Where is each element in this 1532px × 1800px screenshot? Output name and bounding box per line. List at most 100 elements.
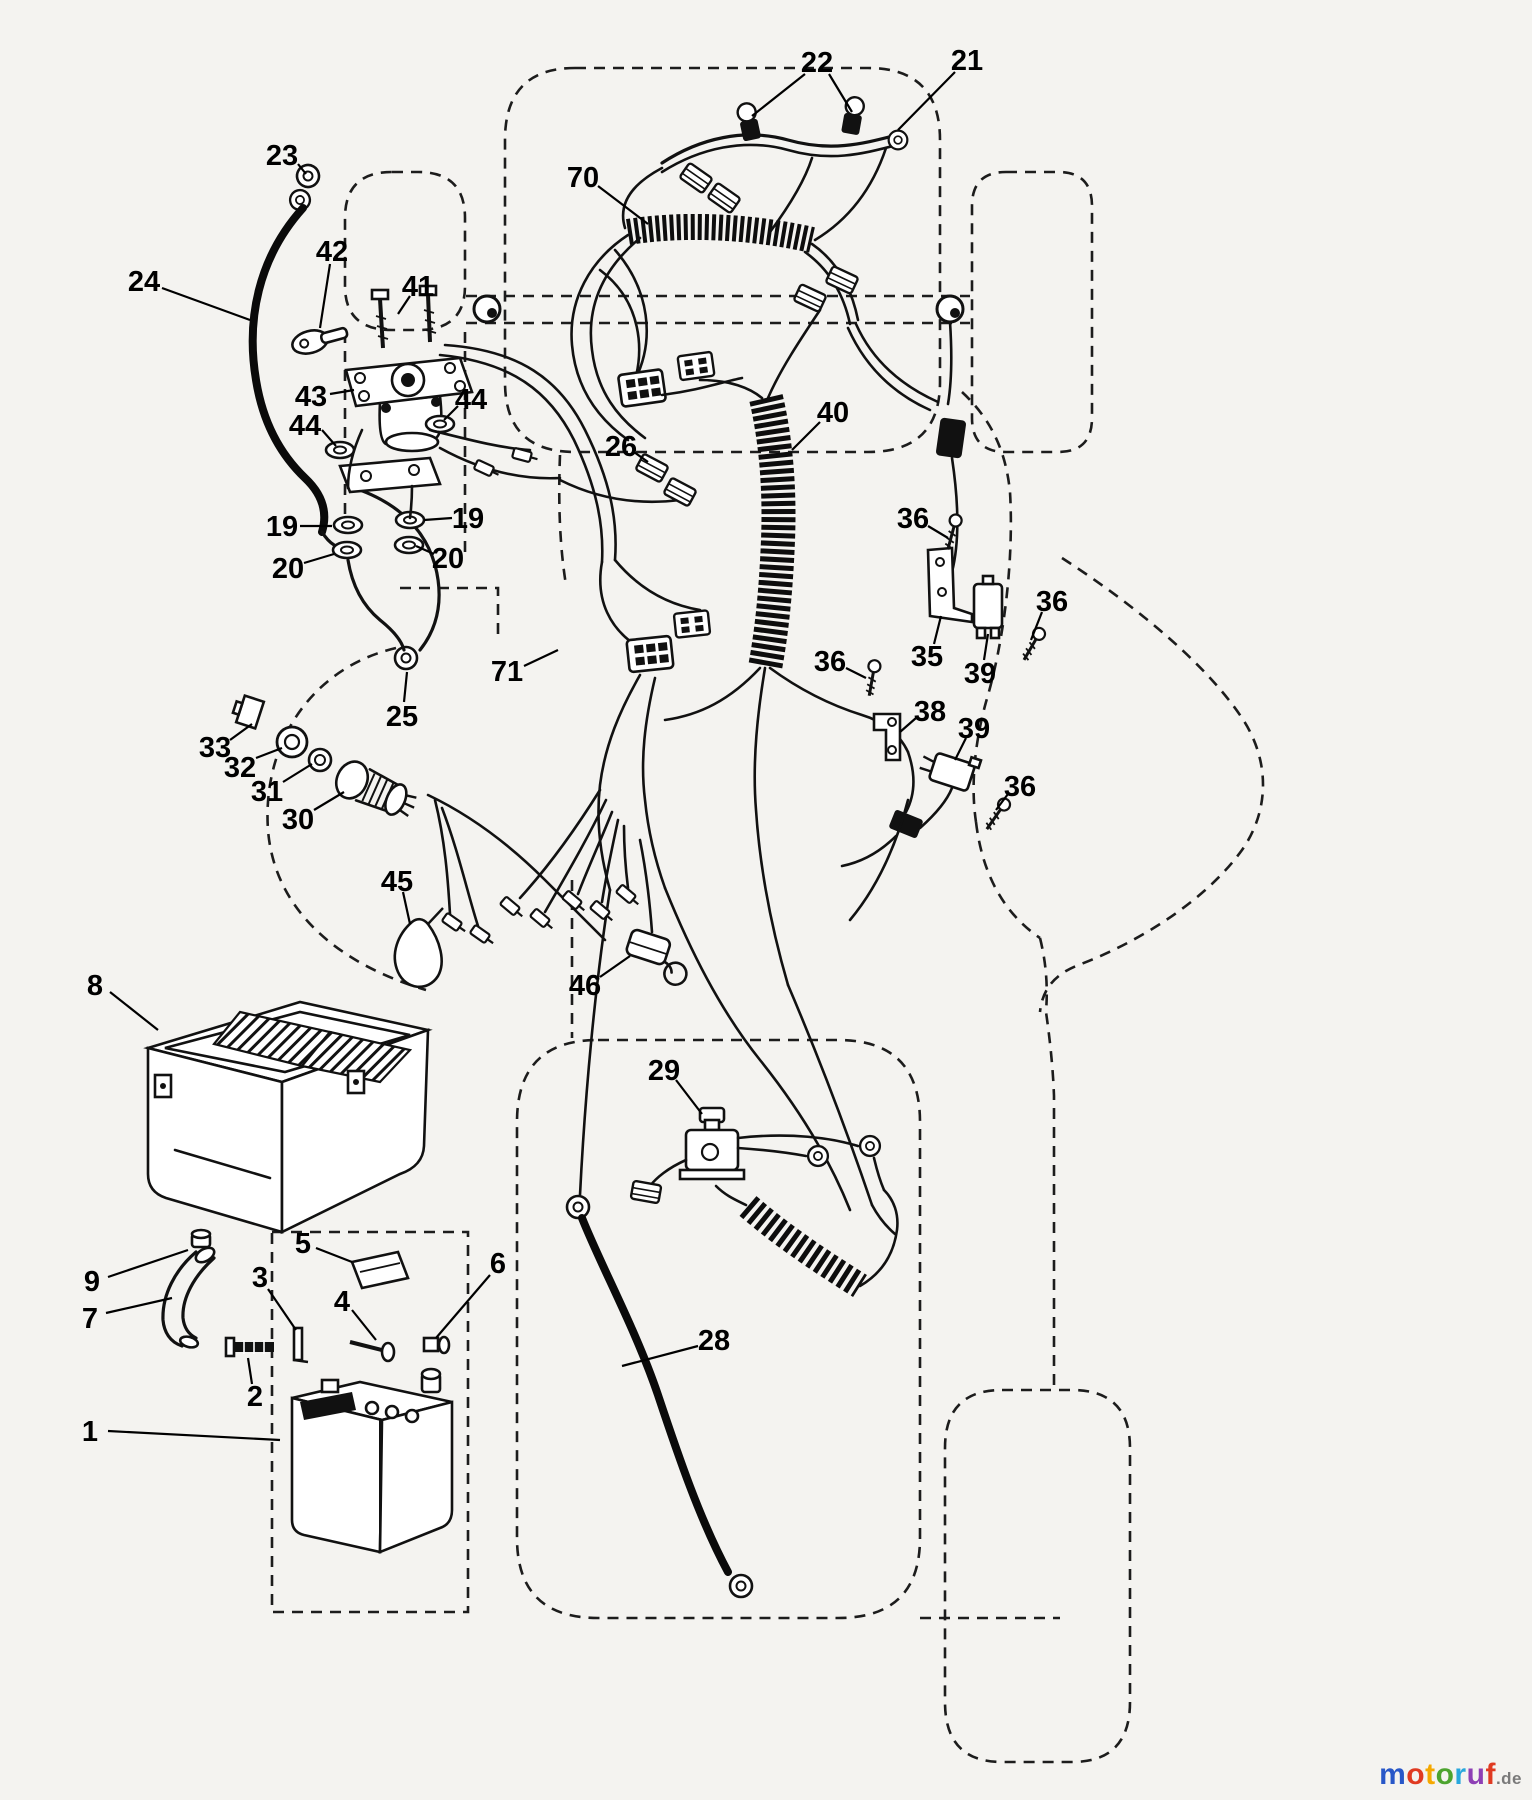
battery-compartment-outline [270, 1230, 470, 1614]
callout-label-36: 36 [897, 503, 929, 535]
battery-cap [384, 1404, 400, 1420]
callout-leader-26 [633, 451, 649, 463]
callout-label-36: 36 [1004, 771, 1036, 803]
interlock-switch-29 [678, 1106, 746, 1181]
battery-terminal-negative [320, 1378, 340, 1394]
callout-leader-22 [828, 73, 853, 113]
screw-36-b [1017, 624, 1049, 665]
battery-1 [290, 1367, 454, 1554]
callout-leader-45 [401, 891, 412, 925]
main-wire-loom-40 [663, 394, 910, 1207]
battery-group [161, 1228, 454, 1554]
watermark-letter: o [1435, 1758, 1455, 1791]
callout-leader-32 [255, 746, 283, 760]
callout-label-41: 41 [402, 271, 434, 303]
harness-plug-b [792, 282, 828, 314]
rod-washer-4 [349, 1340, 396, 1363]
callout-label-19: 19 [266, 511, 298, 543]
callout-label-25: 25 [386, 701, 418, 733]
solenoid-assembly [291, 284, 562, 560]
callout-label-20: 20 [432, 543, 464, 575]
callout-label-40: 40 [817, 397, 849, 429]
right-body-drop [1038, 937, 1056, 1386]
right-fender-outline [970, 170, 1094, 454]
spade-terminal [588, 899, 617, 926]
seat-pan-outline [515, 1038, 922, 1620]
callout-leader-8 [109, 991, 159, 1031]
harness-connector-4pin-upper [676, 350, 716, 382]
grommet-left [472, 294, 502, 324]
spade-terminal [472, 458, 502, 481]
callout-label-29: 29 [648, 1055, 680, 1087]
callout-leader-19 [423, 516, 453, 522]
spade-terminal [498, 895, 527, 922]
callout-label-33: 33 [199, 732, 231, 764]
callout-leader-35 [932, 615, 943, 645]
callout-label-42: 42 [316, 236, 348, 268]
ring-terminal [858, 1134, 882, 1158]
screw-36-a [940, 511, 965, 553]
callout-label-21: 21 [951, 45, 983, 77]
callout-label-30: 30 [282, 804, 314, 836]
watermark-word: motoruf [1379, 1758, 1496, 1791]
callout-leader-4 [351, 1309, 377, 1341]
callout-leader-23 [297, 163, 307, 175]
callout-leader-28 [621, 1344, 699, 1368]
tractor-body-outline [266, 66, 1265, 1764]
drain-tube-7 [161, 1246, 216, 1349]
box-clip-left [153, 1073, 173, 1099]
black-connector-right [889, 810, 923, 838]
key-42 [291, 326, 349, 355]
watermark-suffix: .de [1495, 1769, 1522, 1788]
callout-label-39: 39 [958, 713, 990, 745]
callout-label-2: 2 [247, 1381, 263, 1413]
watermark-letter: o [1406, 1758, 1426, 1791]
spade-terminal [440, 911, 470, 937]
callout-label-4: 4 [334, 1286, 350, 1318]
harness-connector-6pin-upper [616, 367, 668, 409]
right-body-lower [974, 821, 1041, 940]
callout-leader-44 [321, 429, 337, 447]
callout-label-35: 35 [911, 641, 943, 673]
watermark-letter: f [1485, 1758, 1496, 1791]
callout-leader-3 [267, 1288, 297, 1331]
spade-terminal [468, 923, 498, 949]
callout-label-1: 1 [82, 1416, 98, 1448]
callout-leader-9 [107, 1248, 189, 1279]
grommet-right-hole [950, 308, 960, 318]
callout-leader-43 [329, 388, 355, 396]
main-harness-71 [438, 308, 852, 1212]
harness-plug-a [824, 264, 860, 296]
watermark-letter: t [1425, 1758, 1436, 1791]
ring-terminal [806, 1144, 830, 1168]
callout-label-19: 19 [452, 503, 484, 535]
bolt-41-b [418, 284, 438, 343]
callout-leader-38 [899, 717, 917, 733]
switch-39-lower [919, 752, 983, 792]
top-right-connector [935, 417, 967, 459]
bracket-35 [926, 546, 974, 624]
battery-terminal-positive [420, 1367, 442, 1394]
headlight-harness-ring [887, 129, 909, 151]
ignition-switch-assembly [231, 693, 607, 942]
callout-label-6: 6 [490, 1248, 506, 1280]
screw-36-c [861, 657, 883, 699]
callout-leader-39 [982, 633, 990, 661]
battery-cap [364, 1400, 380, 1416]
footrest-line [400, 586, 500, 642]
frame-line-left [557, 454, 568, 586]
callout-leader-36 [927, 525, 949, 539]
callout-leader-71 [523, 649, 559, 667]
box-clip-right [346, 1069, 366, 1095]
ring-terminal-25 [393, 645, 419, 671]
callout-leader-31 [282, 763, 313, 783]
callout-leader-41 [397, 295, 411, 315]
tube-cap-9 [190, 1228, 212, 1249]
headlight-plug-b [706, 181, 742, 215]
callout-label-5: 5 [295, 1228, 311, 1260]
battery-box-8 [143, 1000, 433, 1235]
callout-label-39: 39 [964, 658, 996, 690]
bracket-38 [872, 712, 902, 762]
